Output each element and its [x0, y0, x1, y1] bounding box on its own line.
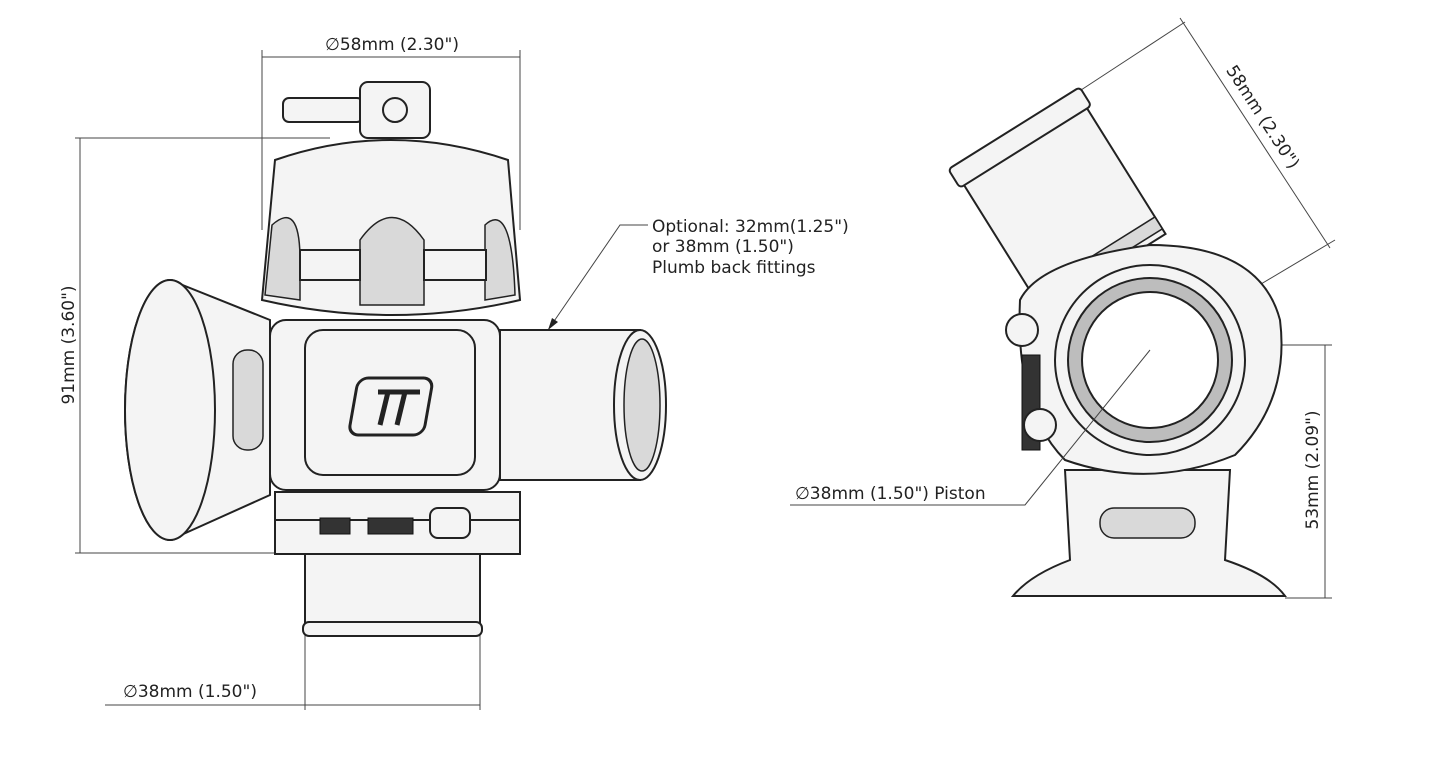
- width-dim-label: ∅58mm (2.30"): [325, 35, 459, 55]
- inlet-dim-label: 58mm (2.30"): [1221, 62, 1303, 173]
- note-line-1: Optional: 32mm(1.25"): [652, 217, 849, 237]
- front-view: ∅58mm (2.30") 91mm (3.60") ∅38mm (1.50")…: [59, 35, 849, 710]
- vacuum-nipple: [282, 97, 364, 123]
- height-dimension: 91mm (3.60"): [59, 137, 330, 554]
- outlet-dimension: ∅38mm (1.50"): [105, 630, 481, 710]
- width-dimension: ∅58mm (2.30"): [261, 35, 521, 230]
- note-line-3: Plumb back fittings: [652, 258, 816, 278]
- note-line-2: or 38mm (1.50"): [652, 237, 794, 257]
- outlet-dim-label: ∅38mm (1.50"): [123, 682, 257, 702]
- height-dim-label: 91mm (3.60"): [59, 285, 79, 404]
- plumb-back-note: Optional: 32mm(1.25") or 38mm (1.50") Pl…: [547, 217, 849, 331]
- side-view: 58mm (2.30") 53mm (2.09") ∅38mm (1.50") …: [790, 17, 1336, 599]
- piston-dim-label: ∅38mm (1.50") Piston: [795, 484, 986, 504]
- piston-dimension: ∅38mm (1.50") Piston: [790, 349, 1151, 506]
- piston: [1081, 291, 1219, 429]
- turbosmart-logo: [348, 376, 434, 437]
- base-height-dim-label: 53mm (2.09"): [1303, 410, 1323, 529]
